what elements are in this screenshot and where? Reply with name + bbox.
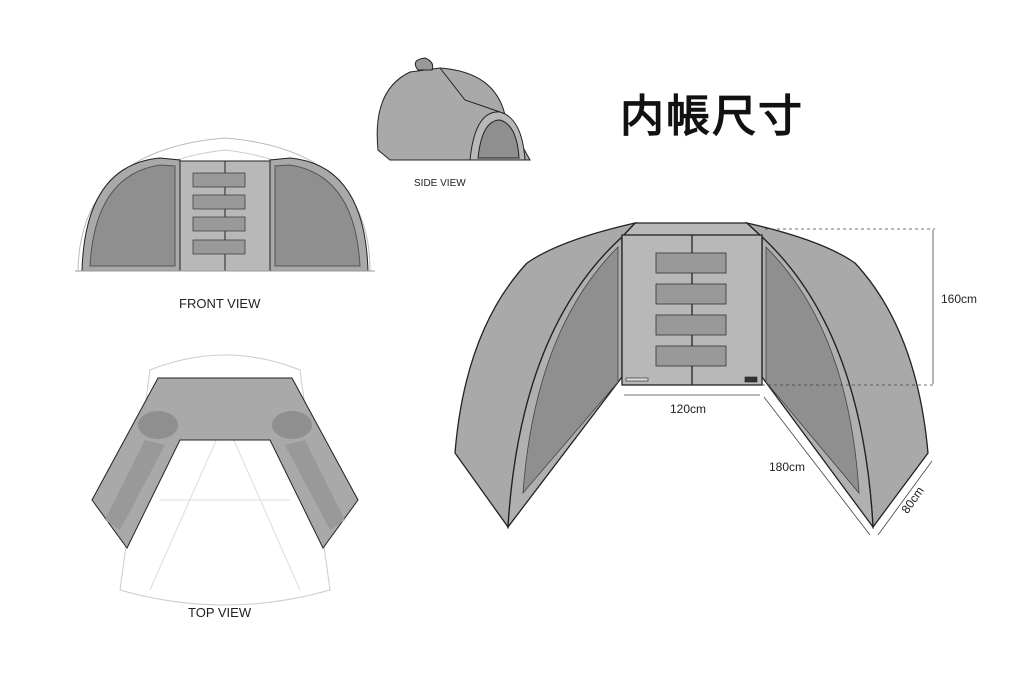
page-title: 内帳尺寸 [620, 91, 804, 142]
front-view-drawing [75, 137, 375, 272]
side-length-dimension-label: 180cm [769, 460, 806, 474]
front-view-label: FRONT VIEW [179, 296, 261, 311]
side-view-drawing [376, 57, 531, 161]
height-dimension-label: 160cm [941, 292, 978, 306]
dimension-lines [624, 228, 935, 536]
main-view-drawing [454, 221, 929, 530]
top-view-label: TOP VIEW [188, 605, 252, 620]
side-view-label: SIDE VIEW [414, 178, 466, 189]
top-view-drawing [91, 354, 359, 606]
back-width-dimension-label: 120cm [670, 402, 707, 416]
